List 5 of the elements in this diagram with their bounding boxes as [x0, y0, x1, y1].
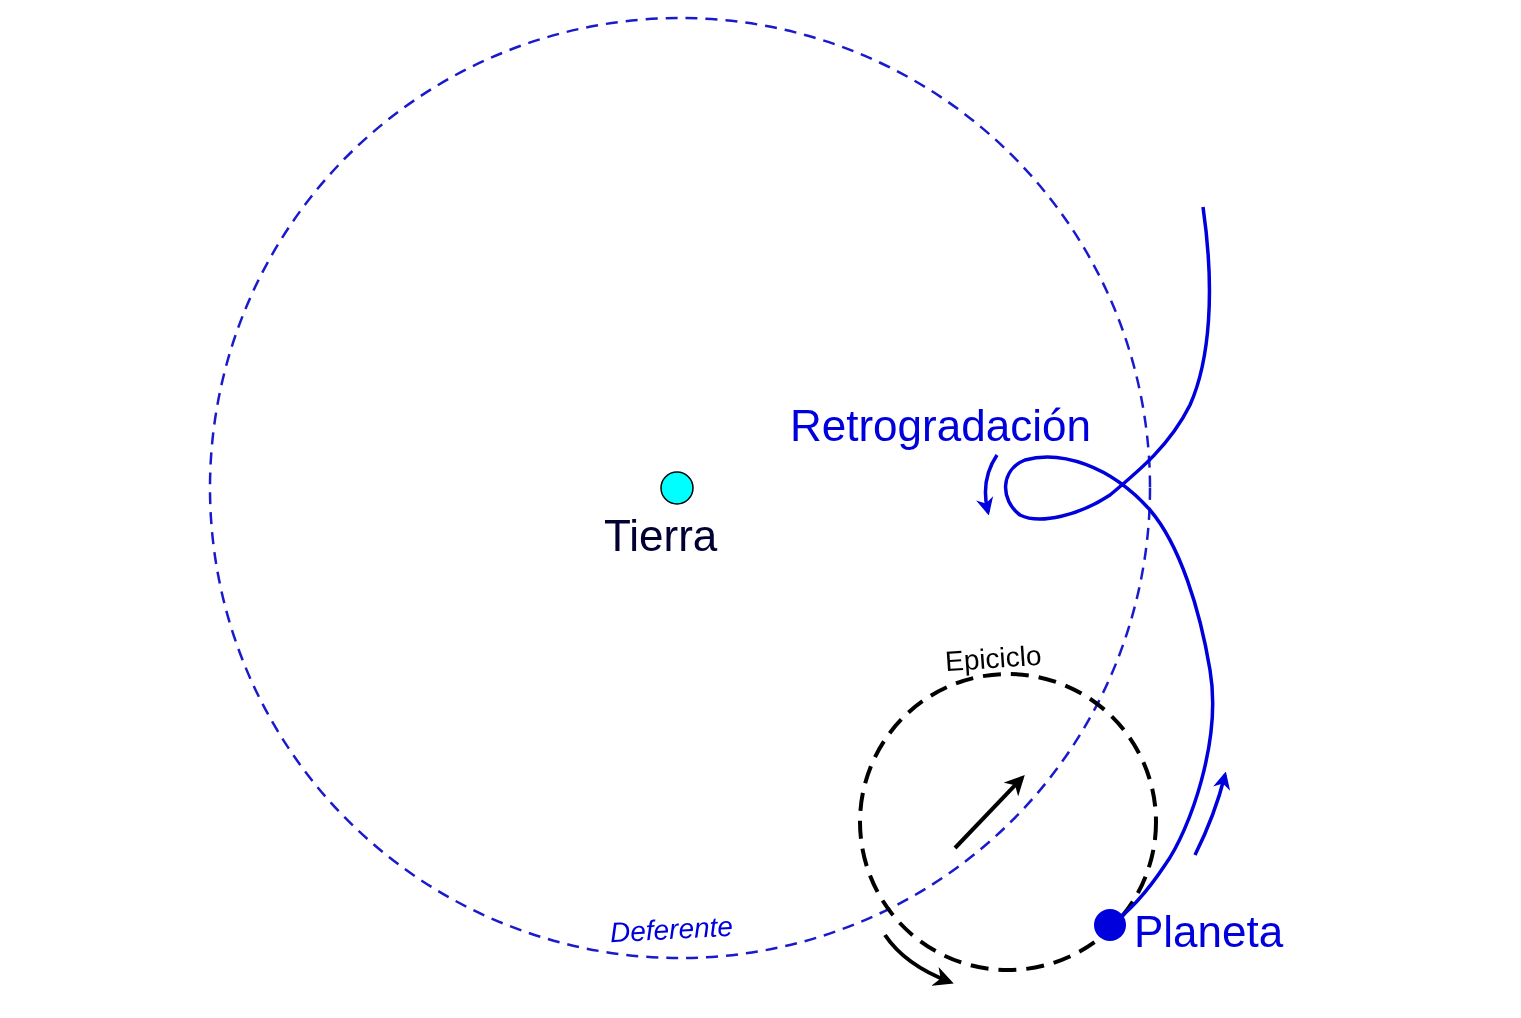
- epicycle-label: Epiciclo: [944, 641, 1043, 677]
- earth-label: Tierra: [604, 514, 718, 558]
- planet-label: Planeta: [1134, 910, 1284, 954]
- deferent-label: Deferente: [609, 912, 734, 948]
- retrograde-label: Retrogradación: [790, 404, 1091, 448]
